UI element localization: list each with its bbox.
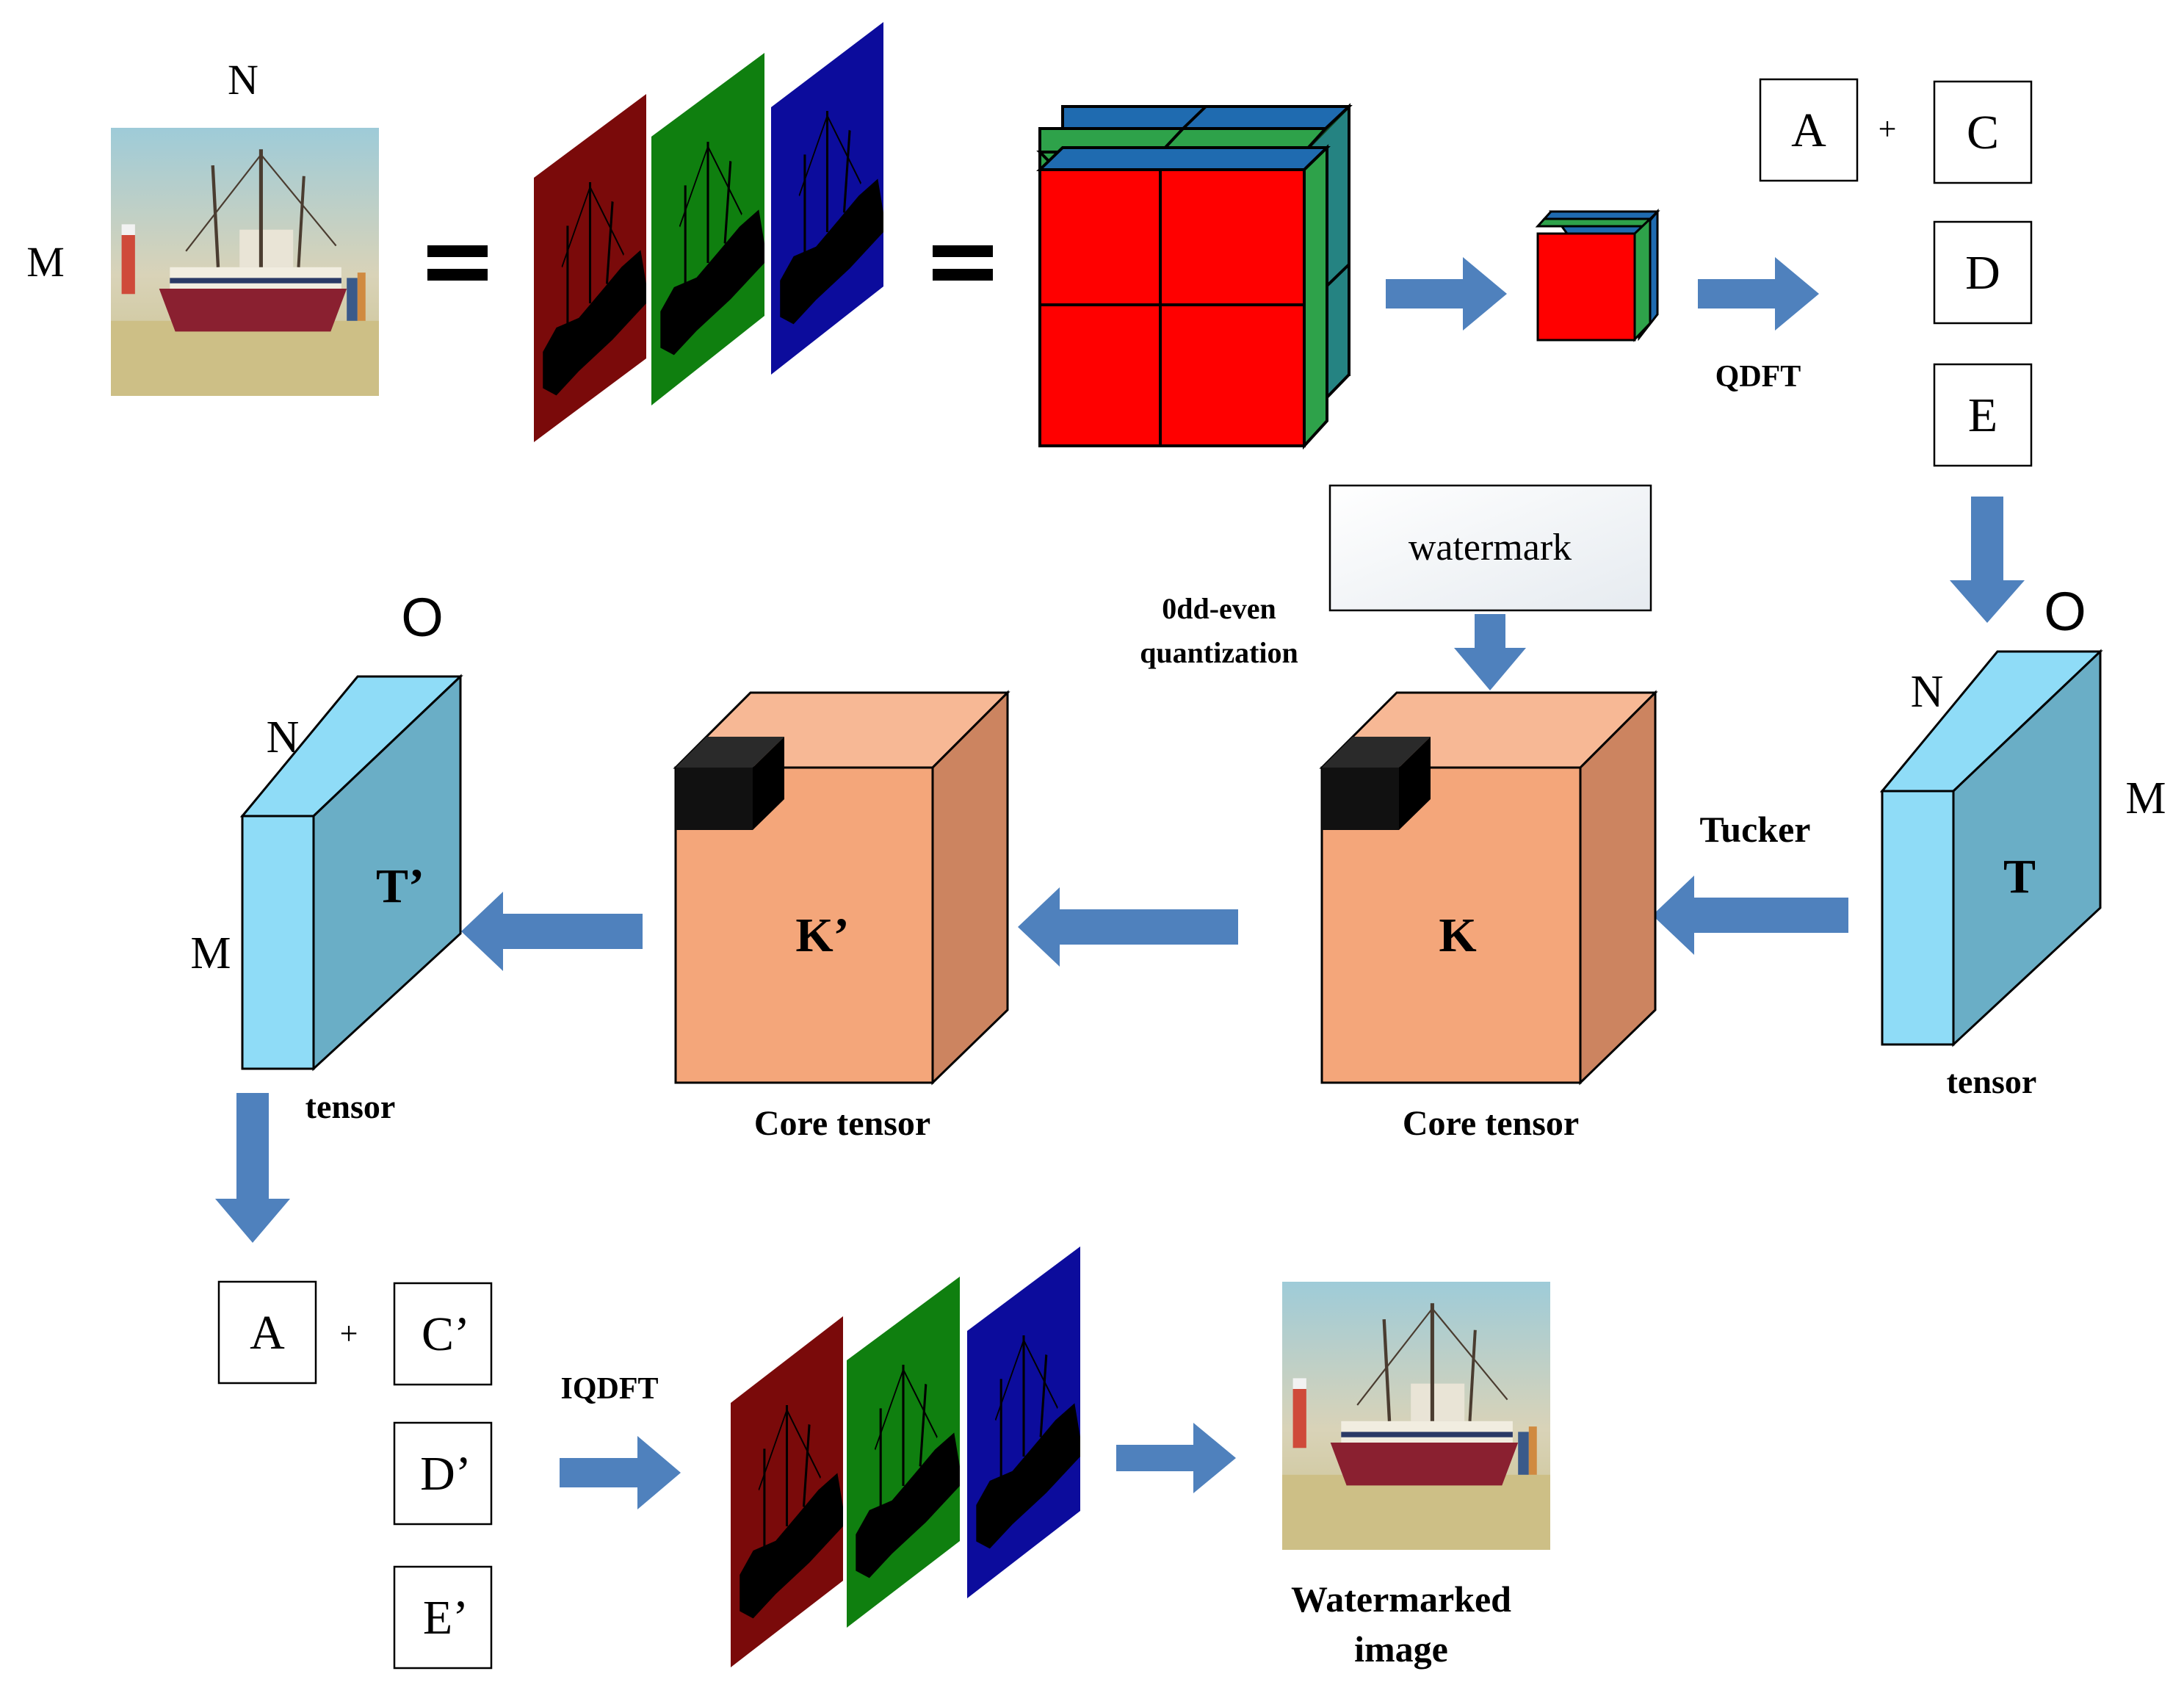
plus-sign: + [1879, 111, 1897, 147]
component-a-prime-label: A [250, 1306, 285, 1360]
tucker-label: Tucker [1700, 809, 1811, 850]
core-k-prime-black-block [676, 737, 784, 830]
component-d-prime-box [393, 1421, 493, 1526]
component-a-label: A [1791, 104, 1826, 157]
equals-sign-2 [933, 245, 993, 281]
input-image-group: N M [26, 56, 379, 396]
rgb-cube-blocks [1036, 103, 1353, 450]
output-caption-line1: Watermarked [1291, 1578, 1511, 1620]
watermark-box [1328, 484, 1652, 612]
plus-sign-bottom: + [340, 1316, 358, 1352]
output-image-group: Watermarked image [1282, 1282, 1550, 1670]
green-channel-plane [651, 53, 764, 405]
tensor-t: O N M T tensor [1879, 581, 2166, 1100]
red-channel-plane [534, 94, 646, 442]
core-k-black-block [1322, 737, 1431, 830]
core-tensor-k: K Core tensor [1319, 690, 1658, 1143]
output-green-channel-plane [847, 1277, 960, 1628]
component-a-prime-box [217, 1280, 317, 1385]
flow-arrow-to-k-prime [1018, 887, 1238, 967]
watermark-box-group: watermark [1328, 484, 1652, 612]
output-rgb-channels [731, 1246, 1080, 1667]
core-k-prime-name: K’ [795, 909, 849, 962]
output-red-channel-plane [731, 1316, 843, 1667]
tensor-t-caption: tensor [1947, 1063, 2037, 1100]
component-c-box [1933, 80, 2033, 184]
output-blue-channel-plane [967, 1246, 1080, 1598]
iqdft-label: IQDFT [560, 1372, 658, 1406]
watermark-label: watermark [1409, 527, 1572, 569]
tensor-t-name: T [2003, 850, 2036, 903]
component-d-label: D [1965, 246, 2000, 300]
component-c-prime-label: C’ [422, 1307, 470, 1361]
qdft-components: A + C D E [1759, 78, 2033, 467]
tensor-t-prime-height-label: M [190, 928, 231, 978]
tensor-t-prime-caption: tensor [305, 1088, 396, 1125]
flow-arrow-watermark-down [1454, 614, 1526, 690]
component-a-box [1759, 78, 1859, 182]
qdft-label: QDFT [1715, 360, 1801, 394]
flow-arrow-iqdft [560, 1436, 681, 1509]
input-boat-image [111, 128, 379, 396]
tensor-t-prime-name: T’ [376, 859, 424, 913]
quantization-label-line2: quantization [1140, 636, 1298, 669]
core-k-prime-caption: Core tensor [754, 1104, 930, 1143]
core-k-name: K [1439, 909, 1476, 962]
input-width-label: N [228, 56, 258, 104]
iqdft-components: A + C’ D’ E’ [217, 1280, 493, 1670]
quantization-label-line1: 0dd-even [1162, 592, 1276, 625]
tensor-t-height-label: M [2125, 773, 2166, 823]
flow-arrow-tucker [1652, 876, 1848, 955]
component-e-prime-box [393, 1565, 493, 1670]
flow-arrow-to-output [1116, 1423, 1236, 1493]
rgb-channels [534, 22, 883, 442]
core-k-caption: Core tensor [1403, 1104, 1579, 1143]
flow-arrow-down-to-iqdft-components [215, 1093, 290, 1243]
tensor-t-width-label: N [1911, 667, 1944, 717]
blue-channel-plane [771, 22, 883, 375]
output-caption-line2: image [1354, 1628, 1448, 1670]
small-rgb-cube [1535, 208, 1660, 342]
tensor-t-prime-depth-label: O [401, 587, 444, 648]
component-c-prime-box [393, 1282, 493, 1386]
component-e-box [1933, 363, 2033, 467]
component-d-prime-label: D’ [420, 1447, 471, 1501]
flow-arrow-to-t-prime [461, 892, 643, 971]
tensor-t-prime: O N M T’ tensor [190, 587, 463, 1125]
component-e-prime-label: E’ [423, 1591, 469, 1645]
flow-arrow-qdft [1698, 257, 1819, 331]
equals-sign-1 [427, 245, 488, 281]
flow-arrow-down-to-tensor [1950, 497, 2025, 623]
watermarked-boat-image [1282, 1282, 1550, 1550]
core-tensor-k-prime: K’ Core tensor [673, 690, 1010, 1143]
component-c-label: C [1967, 106, 1999, 159]
input-height-label: M [26, 238, 65, 286]
tensor-t-depth-label: O [2044, 581, 2086, 642]
component-d-box [1933, 220, 2033, 325]
component-e-label: E [1968, 389, 1997, 442]
flow-arrow-to-small-cube [1386, 257, 1507, 331]
